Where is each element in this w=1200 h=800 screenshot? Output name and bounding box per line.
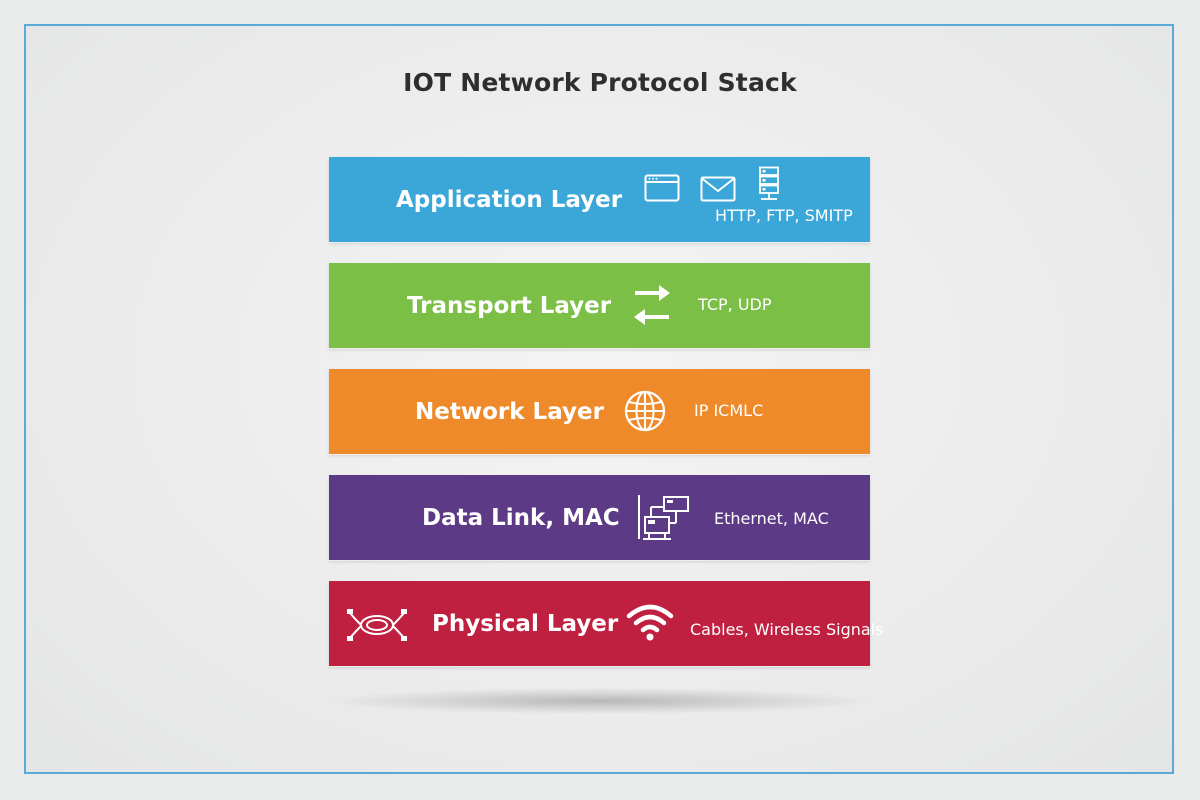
globe-icon bbox=[624, 390, 666, 436]
layer-name: Data Link, MAC bbox=[422, 504, 620, 531]
server-icon bbox=[758, 166, 780, 206]
wifi-icon bbox=[626, 602, 674, 646]
envelope-icon bbox=[700, 176, 736, 206]
layer-protocols: Ethernet, MAC bbox=[714, 509, 829, 528]
diagram-title: IOT Network Protocol Stack bbox=[403, 68, 797, 97]
layer-protocols: IP ICMLC bbox=[694, 401, 764, 420]
layer-name: Network Layer bbox=[415, 398, 604, 425]
swap-arrows-icon bbox=[633, 282, 671, 332]
layer-physical: Physical Layer Cables, Wireless Signals bbox=[329, 581, 883, 666]
connected-devices-icon bbox=[637, 493, 691, 545]
stack-shadow bbox=[330, 688, 870, 714]
layer-name: Physical Layer bbox=[432, 610, 619, 637]
cable-icon bbox=[347, 605, 407, 649]
layer-network: Network Layer IP ICMLC bbox=[329, 369, 870, 454]
layer-name: Application Layer bbox=[396, 186, 623, 213]
layer-name: Transport Layer bbox=[407, 292, 612, 319]
layer-data-link: Data Link, MAC Ethernet, MAC bbox=[329, 475, 870, 560]
layer-protocols: Cables, Wireless Signals bbox=[690, 620, 884, 639]
layer-transport: Transport Layer TCP, UDP bbox=[329, 263, 870, 348]
layer-protocols: HTTP, FTP, SMITP bbox=[715, 206, 853, 225]
browser-window-icon bbox=[644, 174, 680, 206]
layer-protocols: TCP, UDP bbox=[698, 295, 772, 314]
protocol-stack: Application Layer bbox=[329, 157, 883, 666]
layer-application: Application Layer bbox=[329, 157, 870, 242]
